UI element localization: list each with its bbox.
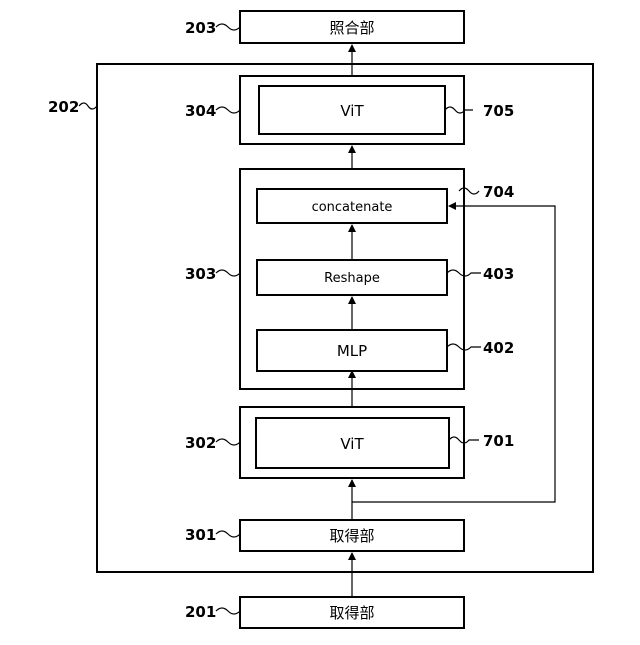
- leader-301: [216, 531, 240, 537]
- leader-202: [79, 103, 97, 109]
- leader-705: [445, 107, 473, 113]
- outer-unit-frame: [97, 64, 593, 572]
- leader-704: [459, 188, 479, 194]
- ref-203: 203: [185, 19, 216, 37]
- ref-302: 302: [185, 434, 216, 452]
- leader-201: [216, 608, 240, 614]
- acquisition-outer-label: 取得部: [329, 604, 374, 622]
- ref-403: 403: [483, 265, 514, 283]
- ref-705: 705: [483, 102, 514, 120]
- acquisition-inner-label: 取得部: [329, 527, 374, 545]
- ref-402: 402: [483, 339, 514, 357]
- ref-303: 303: [185, 265, 216, 283]
- vit-bottom-label: ViT: [340, 435, 364, 453]
- ref-704: 704: [483, 183, 514, 201]
- collation-unit-block: 照合部: [240, 11, 464, 43]
- ref-202: 202: [48, 98, 79, 116]
- collation-unit-label: 照合部: [329, 19, 374, 37]
- leader-303: [216, 270, 240, 276]
- ref-201: 201: [185, 603, 216, 621]
- leader-203: [216, 24, 240, 30]
- ref-301: 301: [185, 526, 216, 544]
- ref-701: 701: [483, 432, 514, 450]
- vit-top-label: ViT: [340, 102, 364, 120]
- mlp-label: MLP: [337, 342, 367, 360]
- leader-302: [216, 439, 240, 445]
- skip-connection-arrow: [352, 206, 555, 502]
- concatenate-label: concatenate: [312, 200, 393, 215]
- ref-304: 304: [185, 102, 216, 120]
- reshape-label: Reshape: [324, 271, 380, 286]
- leader-304: [216, 107, 240, 113]
